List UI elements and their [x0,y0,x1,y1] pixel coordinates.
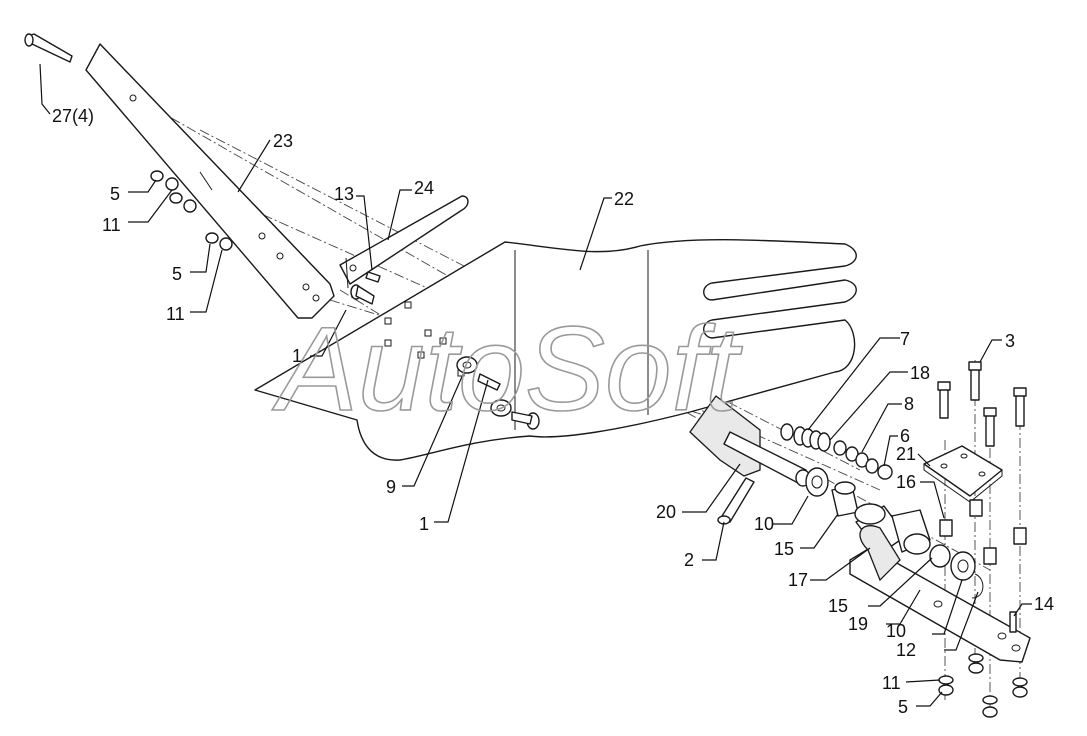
label-7: 7 [900,329,910,349]
label-1: 1 [292,346,302,366]
spacers [939,499,1027,565]
label-18: 18 [910,363,930,383]
label-1: 1 [419,514,429,534]
label-11: 11 [882,673,901,693]
label-8: 8 [904,394,914,414]
label-11: 11 [102,215,121,235]
label-14: 14 [1034,594,1054,614]
callout-labels: 27(4) 23 5 11 5 11 13 24 22 1 9 1 7 18 8… [52,106,1054,717]
label-10: 10 [754,514,774,534]
label-5: 5 [172,264,182,284]
nuts-washers-left [150,170,233,251]
pin-and-bolts [350,271,540,430]
label-23: 23 [273,131,293,151]
label-3: 3 [1005,331,1015,351]
label-15: 15 [774,539,794,559]
label-12: 12 [896,640,916,660]
label-2: 2 [684,550,694,570]
label-27-4: 27(4) [52,106,94,126]
label-10: 10 [886,621,906,641]
label-22: 22 [614,189,634,209]
leader-lines [39,63,1032,707]
arm-bracket [85,43,335,319]
upper-strip [339,195,469,289]
label-9: 9 [386,477,396,497]
label-24: 24 [414,178,434,198]
blade-plate [254,239,857,461]
label-15: 15 [828,596,848,616]
spring-stack [780,423,893,480]
long-bolt [24,33,73,63]
roll-pin [1009,611,1017,633]
label-21: 21 [896,444,916,464]
nuts-washers-bottom [938,653,1028,718]
label-20: 20 [656,502,676,522]
label-5: 5 [898,697,908,717]
vertical-bolts [937,361,1027,447]
label-11: 11 [166,304,185,324]
label-6: 6 [900,426,910,446]
label-5: 5 [110,184,120,204]
watermark-text: AutoSoft [272,302,743,436]
label-17: 17 [788,570,808,590]
label-13: 13 [334,184,354,204]
label-16: 16 [896,472,916,492]
label-19: 19 [848,614,868,634]
bushings [805,467,984,599]
